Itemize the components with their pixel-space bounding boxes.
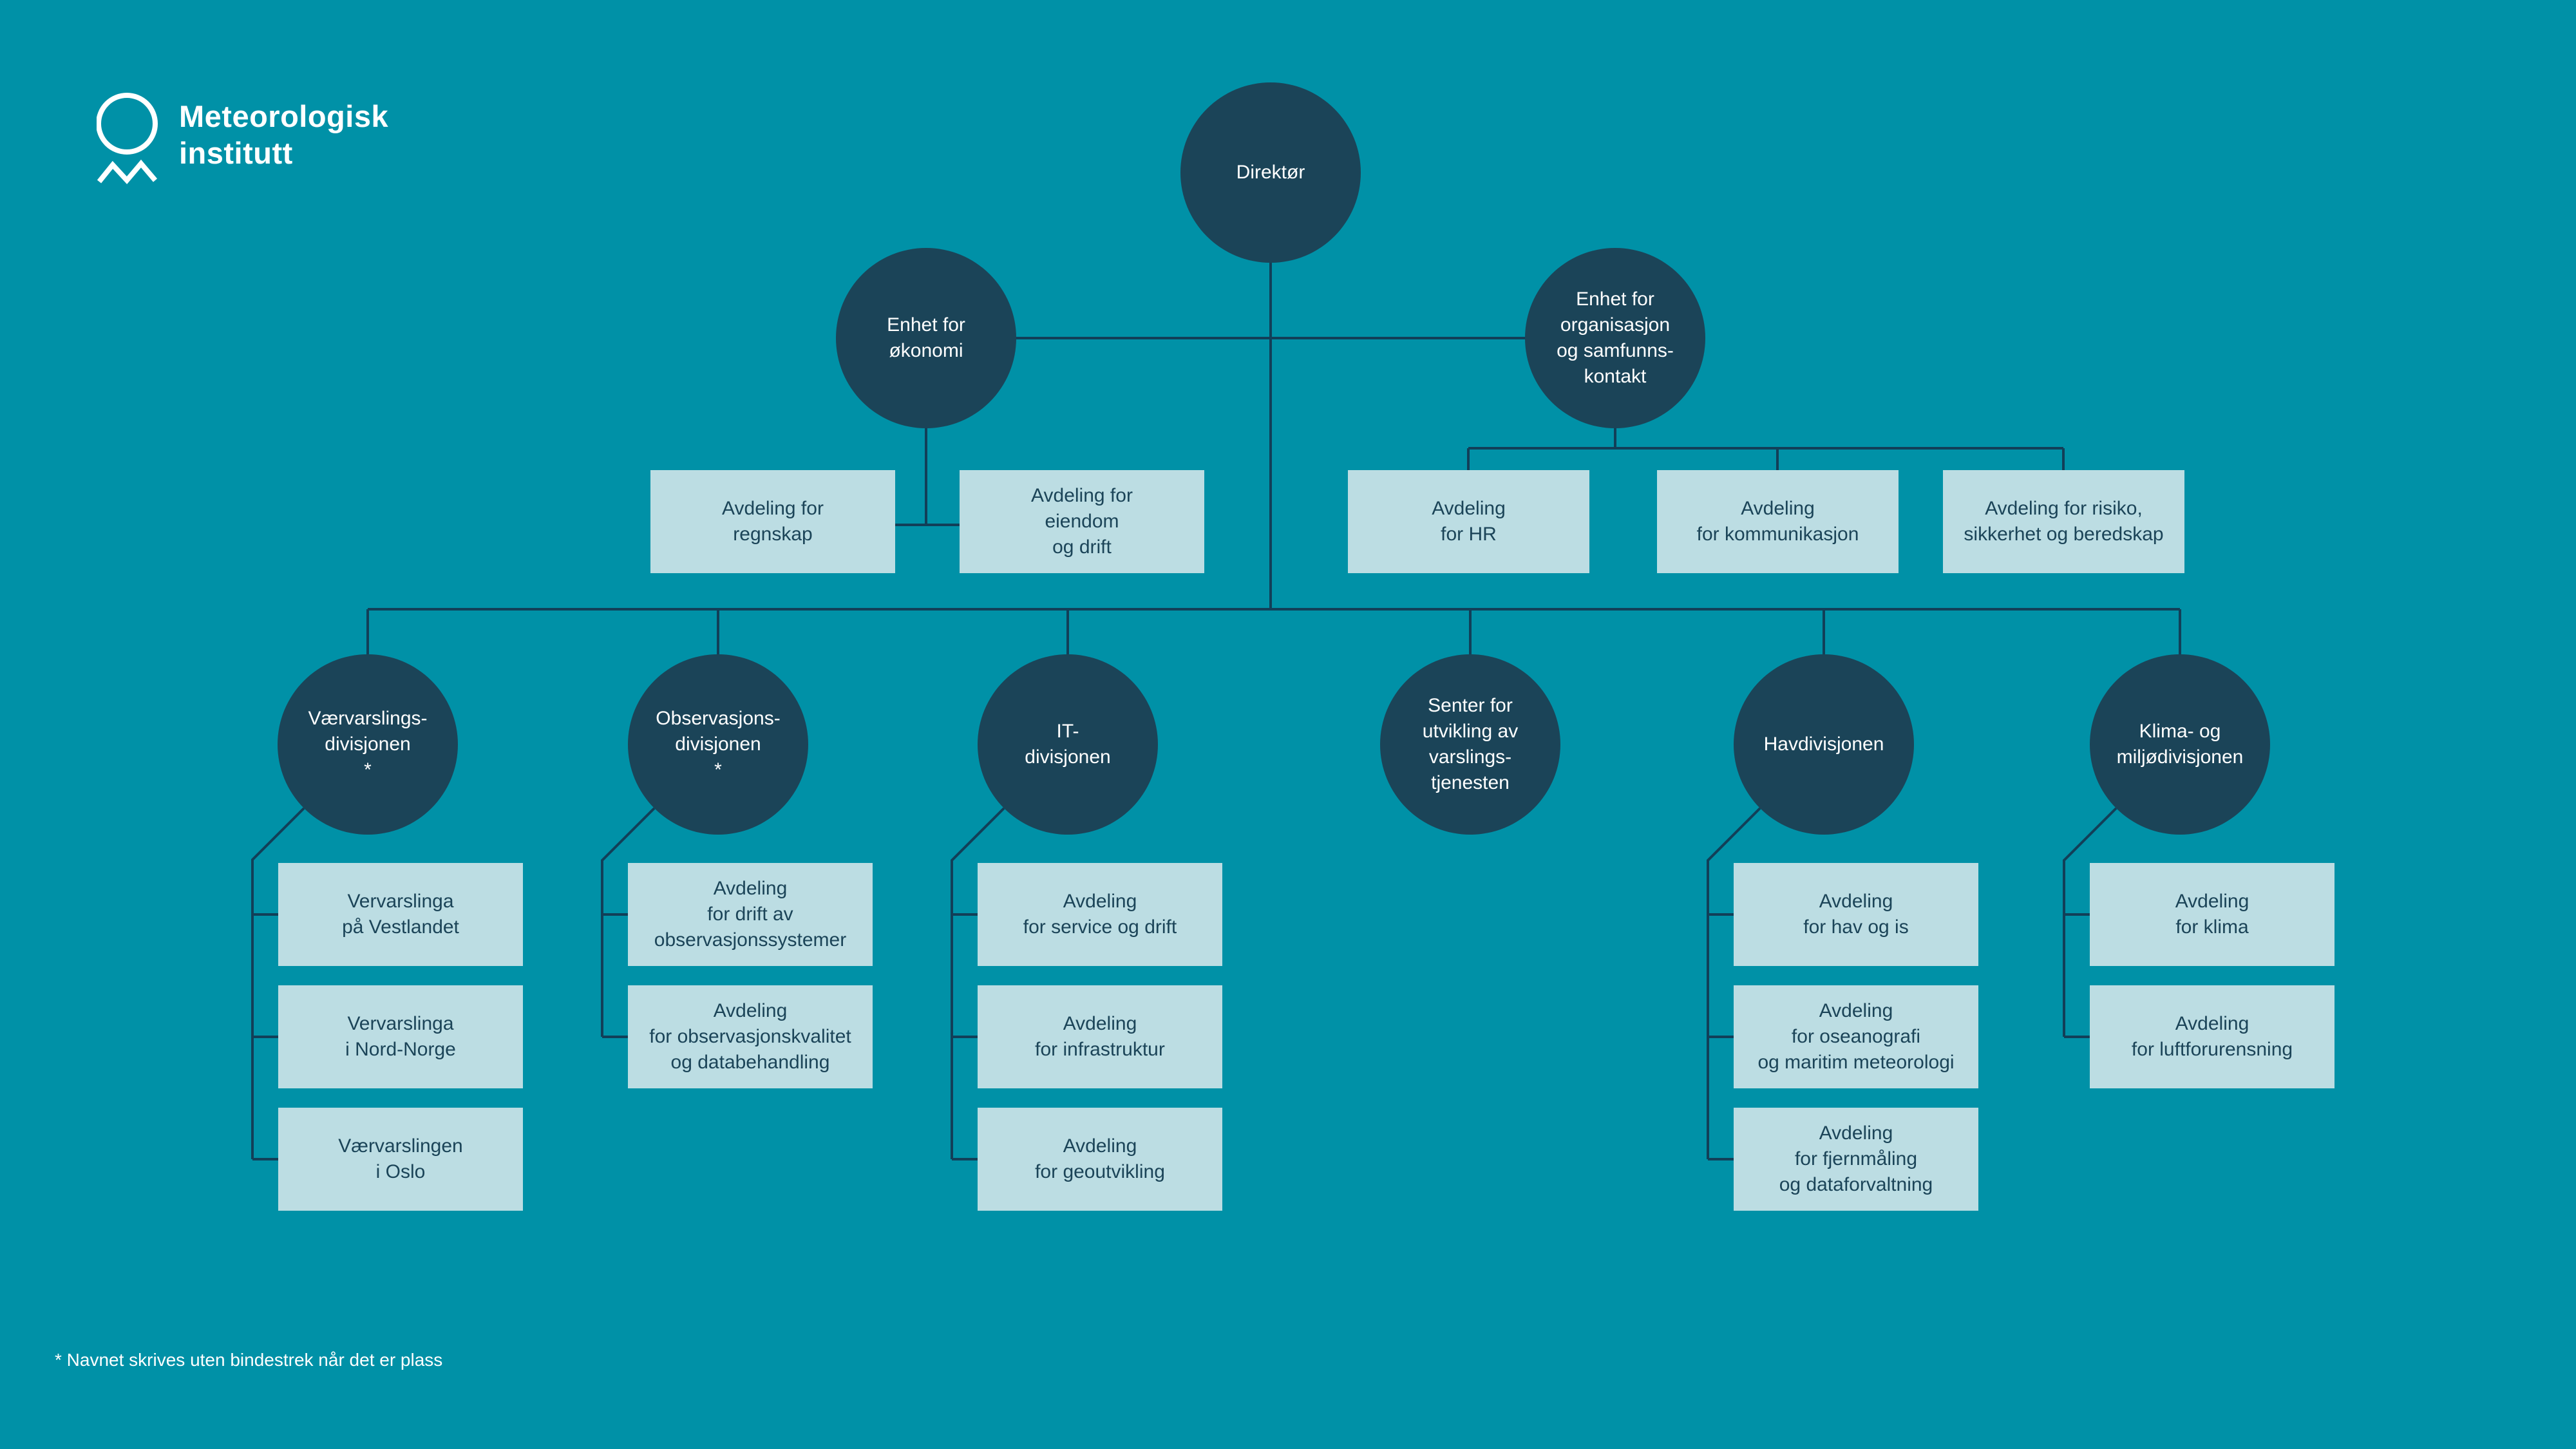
node-avdeling-oseanografi: Avdeling for oseanografi og maritim mete… [1734, 985, 1978, 1088]
node-label: Klima- og miljødivisjonen [2116, 721, 2244, 768]
node-label: Avdeling for drift av observasjonssystem… [654, 878, 847, 951]
node-avdeling-risiko-sikkerhet-beredskap: Avdeling for risiko, sikkerhet og bereds… [1943, 470, 2184, 573]
connector-group-hav [1707, 807, 1761, 1159]
node-avdeling-infrastruktur: Avdeling for infrastruktur [978, 985, 1222, 1088]
node-label: Avdeling for hav og is [1803, 891, 1909, 938]
node-enhet-organisasjon: Enhet for organisasjon og samfunns- kont… [1525, 248, 1705, 428]
node-havdivisjonen: Havdivisjonen [1734, 654, 1914, 835]
footnote: * Navnet skrives uten bindestrek når det… [55, 1350, 443, 1370]
node-label: Direktør [1236, 162, 1305, 183]
node-label: Havdivisjonen [1763, 734, 1884, 755]
node-avdeling-eiendom-drift: Avdeling for eiendom og drift [960, 470, 1204, 573]
connector-group-vaervarsling [251, 807, 305, 1159]
node-label: Enhet for organisasjon og samfunns- kont… [1557, 289, 1674, 387]
node-label: Avdeling for risiko, sikkerhet og bereds… [1964, 498, 2164, 545]
node-avdeling-hav-is: Avdeling for hav og is [1734, 863, 1978, 966]
node-label: Avdeling for kommunikasjon [1696, 498, 1859, 545]
node-direktor: Direktør [1180, 82, 1361, 263]
node-label: Avdeling for oseanografi og maritim mete… [1757, 1000, 1955, 1073]
node-vervarslinga-vestlandet: Vervarslinga på Vestlandet [278, 863, 523, 966]
node-avdeling-hr: Avdeling for HR [1348, 470, 1589, 573]
node-senter-varslingstjenesten: Senter for utvikling av varslings- tjene… [1380, 654, 1560, 835]
node-label: Værvarslings- divisjonen * [308, 708, 428, 781]
node-label: Avdeling for luftforurensning [2131, 1013, 2293, 1060]
logo: Meteorologisk institutt [97, 90, 388, 193]
node-enhet-okonomi: Enhet for økonomi [836, 248, 1016, 428]
node-label: Avdeling for infrastruktur [1035, 1013, 1165, 1060]
node-avdeling-kommunikasjon: Avdeling for kommunikasjon [1657, 470, 1899, 573]
node-label: Avdeling for klima [2175, 891, 2249, 938]
node-label: Observasjons- divisjonen * [656, 708, 781, 781]
node-label: Avdeling for geoutvikling [1035, 1135, 1165, 1182]
node-label: Avdeling for HR [1432, 498, 1506, 545]
node-avdeling-klima: Avdeling for klima [2090, 863, 2334, 966]
node-it-divisjonen: IT- divisjonen [978, 654, 1158, 835]
node-label: Avdeling for fjernmåling og dataforvaltn… [1779, 1122, 1933, 1195]
node-label: IT- divisjonen [1025, 721, 1111, 768]
node-avdeling-drift-observasjonssystemer: Avdeling for drift av observasjonssystem… [628, 863, 873, 966]
node-avdeling-observasjonskvalitet: Avdeling for observasjonskvalitet og dat… [628, 985, 873, 1088]
node-avdeling-service-drift: Avdeling for service og drift [978, 863, 1222, 966]
node-avdeling-geoutvikling: Avdeling for geoutvikling [978, 1108, 1222, 1211]
node-klima-miljodivisjonen: Klima- og miljødivisjonen [2090, 654, 2270, 835]
node-label: Avdeling for regnskap [722, 498, 824, 545]
node-avdeling-regnskap: Avdeling for regnskap [650, 470, 895, 573]
node-label: Værvarslingen i Oslo [338, 1135, 463, 1182]
node-observasjonsdivisjonen: Observasjons- divisjonen * [628, 654, 808, 835]
connector-group-it [951, 807, 1005, 1159]
met-logo-icon [97, 93, 158, 185]
node-label: Enhet for økonomi [887, 314, 965, 361]
node-label: Vervarslinga i Nord-Norge [345, 1013, 456, 1060]
node-vervarslinga-nord-norge: Vervarslinga i Nord-Norge [278, 985, 523, 1088]
node-label: Vervarslinga på Vestlandet [342, 891, 459, 938]
node-label: Senter for utvikling av varslings- tjene… [1422, 695, 1519, 793]
node-vaervarslingsdivisjonen: Værvarslings- divisjonen * [278, 654, 458, 835]
node-label: Avdeling for eiendom og drift [1031, 485, 1133, 558]
node-label: Avdeling for observasjonskvalitet og dat… [649, 1000, 851, 1073]
node-avdeling-fjernmaling: Avdeling for fjernmåling og dataforvaltn… [1734, 1108, 1978, 1211]
node-vaervarslingen-oslo: Værvarslingen i Oslo [278, 1108, 523, 1211]
connector-group-klima [2063, 807, 2117, 1037]
connector-group-observasjons [601, 807, 656, 1037]
node-avdeling-luftforurensning: Avdeling for luftforurensning [2090, 985, 2334, 1088]
logo-wordmark: Meteorologisk institutt [179, 99, 389, 170]
node-label: Avdeling for service og drift [1023, 891, 1177, 938]
